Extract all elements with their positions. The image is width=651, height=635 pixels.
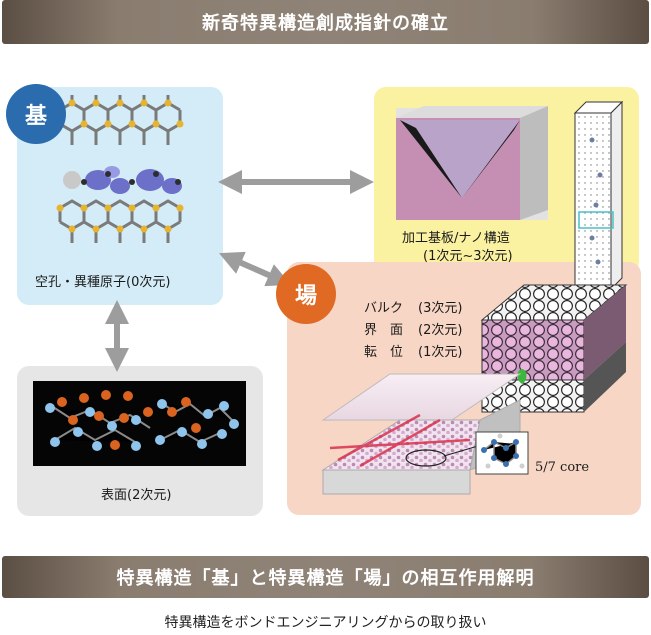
arrow-ki-ba bbox=[219, 251, 291, 287]
surface-caption: 表面(2次元) bbox=[101, 488, 172, 503]
vacancy-caption: 空孔・異種原子(0次元) bbox=[35, 275, 171, 290]
bulk-dim: (3次元) bbox=[418, 301, 463, 316]
dislocation-dim: (1次元) bbox=[418, 345, 463, 360]
nanowire-column-illustration bbox=[573, 100, 624, 291]
nano-pit-illustration bbox=[396, 106, 548, 220]
ki-badge-text: 基 bbox=[24, 104, 47, 129]
ba-badge: 場 bbox=[276, 264, 336, 324]
interface-slab-illustration bbox=[321, 373, 522, 495]
surface-atoms-illustration bbox=[33, 381, 246, 466]
bulk-label: バルク bbox=[364, 301, 404, 316]
ba-badge-text: 場 bbox=[294, 284, 317, 309]
title-text: 新奇特異構造創成指針の確立 bbox=[202, 13, 449, 34]
interface-label: 界 面 bbox=[364, 323, 404, 338]
nano-caption-line2: (1次元~3次元) bbox=[423, 249, 513, 264]
title-banner: 新奇特異構造創成指針の確立 bbox=[2, 0, 649, 44]
bulk-block-illustration bbox=[480, 284, 628, 413]
conclusion-banner: 特異構造「基」と特異構造「場」の相互作用解明 bbox=[2, 556, 649, 598]
five-seven-core-inset bbox=[475, 431, 529, 475]
core-label: 5/7 core bbox=[535, 460, 590, 475]
ki-badge: 基 bbox=[6, 84, 66, 144]
nano-caption-line1: 加工基板/ナノ構造 bbox=[402, 231, 510, 246]
footer-subtitle: 特異構造をボンドエンジニアリングからの取り扱い bbox=[164, 615, 487, 631]
interface-dim: (2次元) bbox=[418, 323, 463, 338]
vacancy-lattice-illustration bbox=[56, 95, 186, 254]
dislocation-label: 転 位 bbox=[364, 345, 404, 360]
conclusion-text: 特異構造「基」と特異構造「場」の相互作用解明 bbox=[116, 568, 535, 589]
